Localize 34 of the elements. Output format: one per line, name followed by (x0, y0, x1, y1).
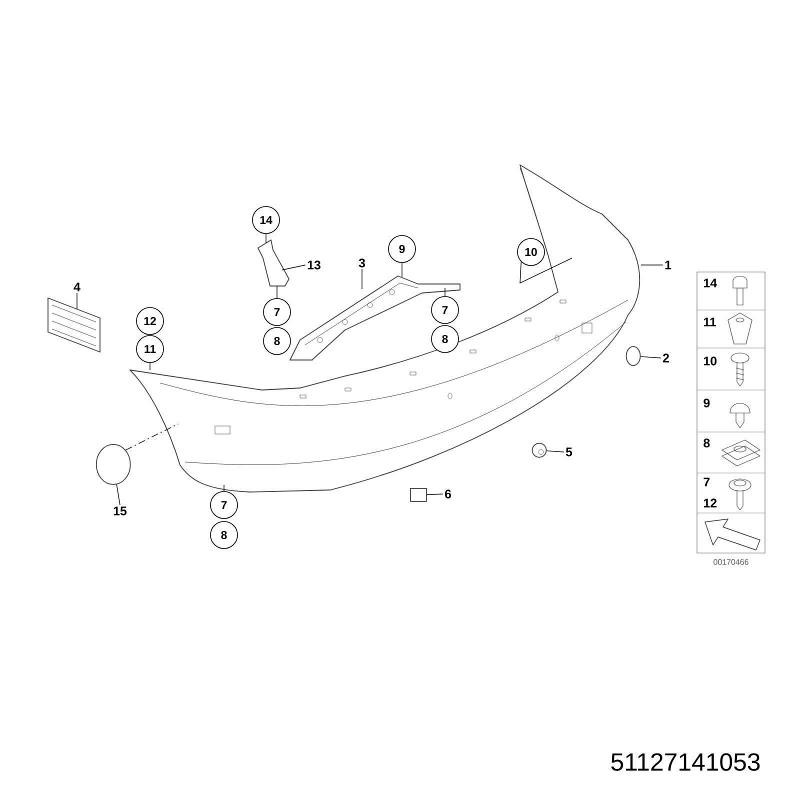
bracket-drawing (290, 276, 460, 360)
part-number: 51127141053 (611, 753, 760, 771)
callout-number: 12 (704, 498, 717, 508)
leader-line (276, 286, 278, 298)
trim-strip-drawing (258, 240, 290, 286)
callout-number: 11 (704, 318, 716, 326)
callout-number: 14 (704, 278, 717, 288)
callout-number: 3 (358, 258, 365, 268)
callout-number: 13 (308, 260, 320, 270)
callout-number: 9 (704, 398, 710, 408)
callout-number: 5 (566, 448, 572, 456)
callout-number: 6 (445, 490, 451, 498)
clip-drawing (532, 442, 547, 458)
license-plate-bracket-drawing (48, 298, 100, 352)
callout-number: 4 (74, 282, 80, 292)
leader-line (116, 484, 120, 506)
leader-line (444, 288, 446, 296)
leader-line (640, 264, 664, 266)
leader-line (520, 258, 572, 284)
callout-number: 10 (704, 356, 717, 366)
callout-number: 8 (704, 438, 710, 448)
cap-drawing (626, 346, 641, 366)
cover-drawing (96, 444, 131, 485)
assembly-line (125, 424, 178, 450)
callout-number: 1 (665, 260, 672, 270)
leader-line (546, 450, 564, 452)
leader-line (76, 292, 78, 310)
callout-number: 7 (704, 478, 710, 486)
callout-number: 15 (114, 506, 127, 516)
leader-line (282, 264, 306, 270)
clip-drawing (410, 488, 427, 502)
leader-line (640, 356, 662, 358)
leader-line (426, 494, 444, 495)
callout-number: 2 (662, 354, 669, 362)
